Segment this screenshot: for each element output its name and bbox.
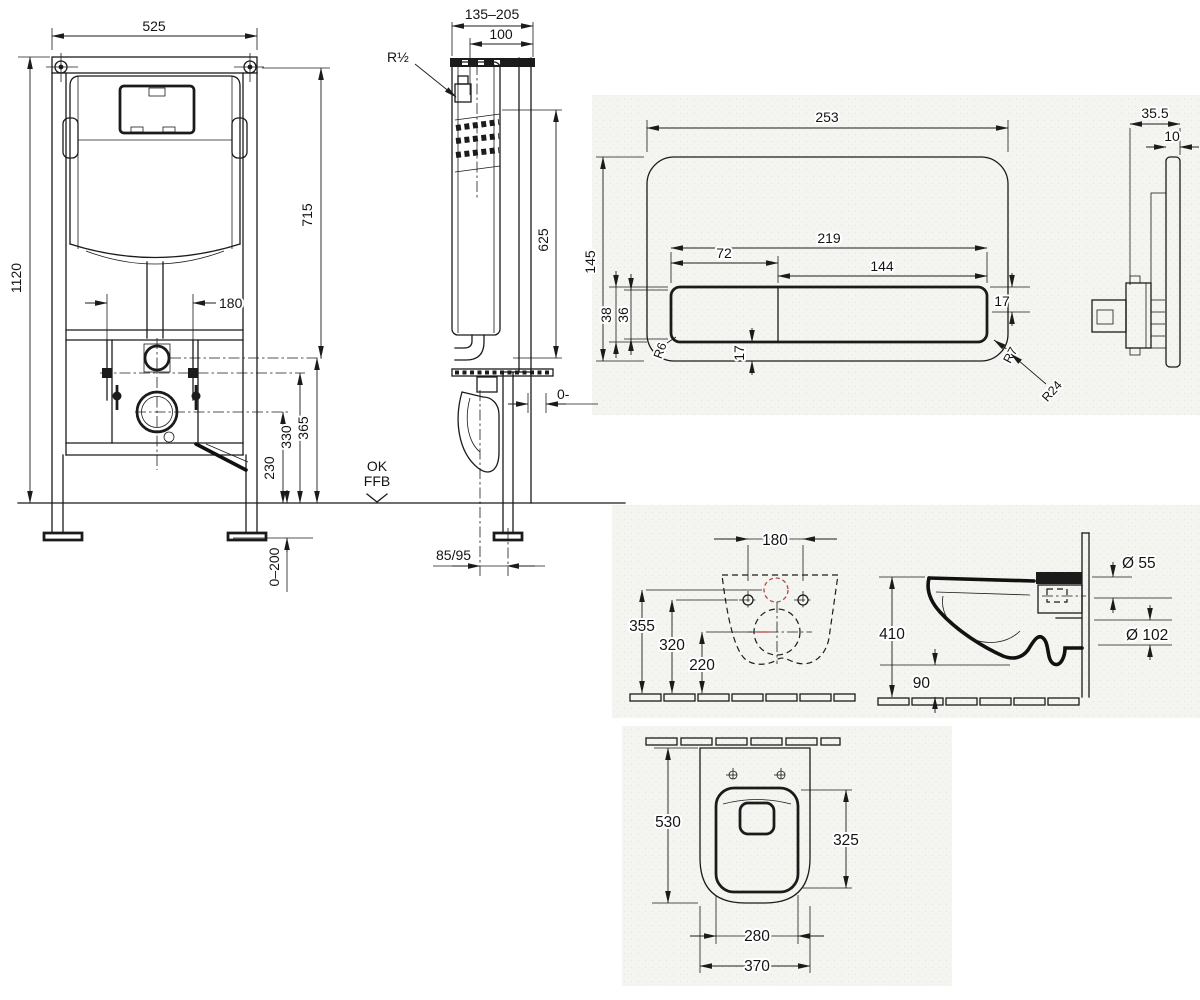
label-floor-ffb: FFB [364, 473, 390, 489]
wall-tiles-plan [645, 737, 841, 746]
dim-inlet-diameter: Ø 55 [1122, 555, 1156, 572]
flush-plate-outline [646, 156, 1009, 362]
dim-foot-adjust: 0–200 [266, 547, 282, 586]
dim-front-depth: 100 [489, 26, 513, 42]
pan-side-profile [926, 572, 1086, 667]
fixing-screw-right [234, 53, 264, 82]
inlet-marker-red [763, 577, 789, 603]
seat-hinge-holes [726, 768, 788, 782]
cistern-side [451, 61, 501, 336]
dim-upper-height: 715 [299, 203, 315, 227]
pan-rim [714, 786, 800, 894]
wc-side-view: 410 90 Ø 55 Ø 102 [877, 532, 1172, 713]
frame-bolt-left [112, 385, 122, 410]
dim-bowl-width: 280 [744, 928, 770, 945]
dim-hole-spacing: 180 [762, 532, 788, 549]
wc-plan-view: 530 325 280 370 [645, 737, 861, 977]
dim-plate-depth: 35.5 [1141, 105, 1168, 121]
dim-plate-width: 253 [815, 109, 839, 125]
wc-rear-view: 180 355 320 220 [627, 530, 856, 702]
dim-hole-height: 320 [659, 637, 685, 654]
dim-flush-pipe-height: 625 [535, 228, 551, 252]
inspection-opening [118, 84, 196, 135]
dim-zone-outer: 38 [598, 307, 614, 323]
dim-inlet-height: 355 [629, 618, 655, 635]
plate-connector [1091, 299, 1127, 333]
frame-bolt-right [191, 385, 201, 410]
drain-elbow [457, 391, 500, 473]
diagonal-brace [194, 442, 248, 472]
foot-plate-right [226, 531, 268, 542]
foot-plate-left [42, 531, 84, 542]
pan-plan-outline [699, 747, 811, 904]
dim-drain-height: 230 [261, 456, 277, 480]
paper-tint-wc [612, 505, 1200, 718]
dim-outlet-height: 220 [689, 657, 715, 674]
dim-pan-height: 410 [879, 626, 905, 643]
dim-wall-gap: 0- [557, 386, 570, 402]
flush-buttons[interactable] [669, 285, 989, 344]
dim-rod-spacing: 180 [219, 295, 243, 311]
dim-frame-height: 1120 [8, 263, 24, 293]
floor-level-marker: OK FFB [362, 456, 392, 503]
dim-plate-height: 145 [582, 250, 598, 274]
flush-opening [738, 801, 776, 836]
paper-tint-plan [622, 726, 952, 986]
dim-plate-thickness: 10 [1164, 128, 1180, 144]
dim-pan-depth: 530 [655, 814, 681, 831]
frame-side-view: 135–205 100 R½ 625 [362, 4, 598, 576]
dim-pan-width: 370 [744, 958, 770, 975]
dim-bottom-inset: 17 [731, 345, 747, 361]
dim-large-button: 144 [870, 258, 894, 274]
dim-frame-width: 525 [142, 18, 166, 34]
dim-bend-height: 365 [295, 416, 311, 440]
fixing-hole-right [794, 591, 812, 609]
floor-tiles-side [877, 697, 1080, 706]
dim-bowl-depth: 325 [833, 832, 859, 849]
dim-underside-height: 90 [913, 675, 931, 692]
dim-small-button: 72 [716, 245, 732, 261]
dim-depth-range: 135–205 [465, 6, 520, 22]
flush-plate-side-view: 35.5 10 [1091, 103, 1199, 368]
dim-side-inset: 17 [994, 293, 1010, 309]
concealed-cistern [62, 75, 248, 339]
label-thread-size: R½ [387, 49, 409, 65]
dim-outlet-offset: 85/95 [436, 547, 471, 563]
fixing-screw-left [46, 53, 78, 82]
paper-tint-plate [592, 95, 1200, 415]
water-inlet-fitting [457, 75, 469, 85]
floor-tiles-rear [629, 693, 856, 702]
dim-outlet-diameter: Ø 102 [1126, 627, 1168, 644]
pan-rear-outline [721, 574, 839, 665]
label-floor-ok: OK [367, 458, 388, 474]
frame-front-view: 525 1120 715 [6, 16, 626, 592]
dim-zone-inner: 36 [615, 307, 631, 323]
dim-rod-height: 330 [278, 425, 294, 449]
fixing-hole-left [739, 591, 757, 609]
dim-button-zone-width: 219 [817, 230, 841, 246]
